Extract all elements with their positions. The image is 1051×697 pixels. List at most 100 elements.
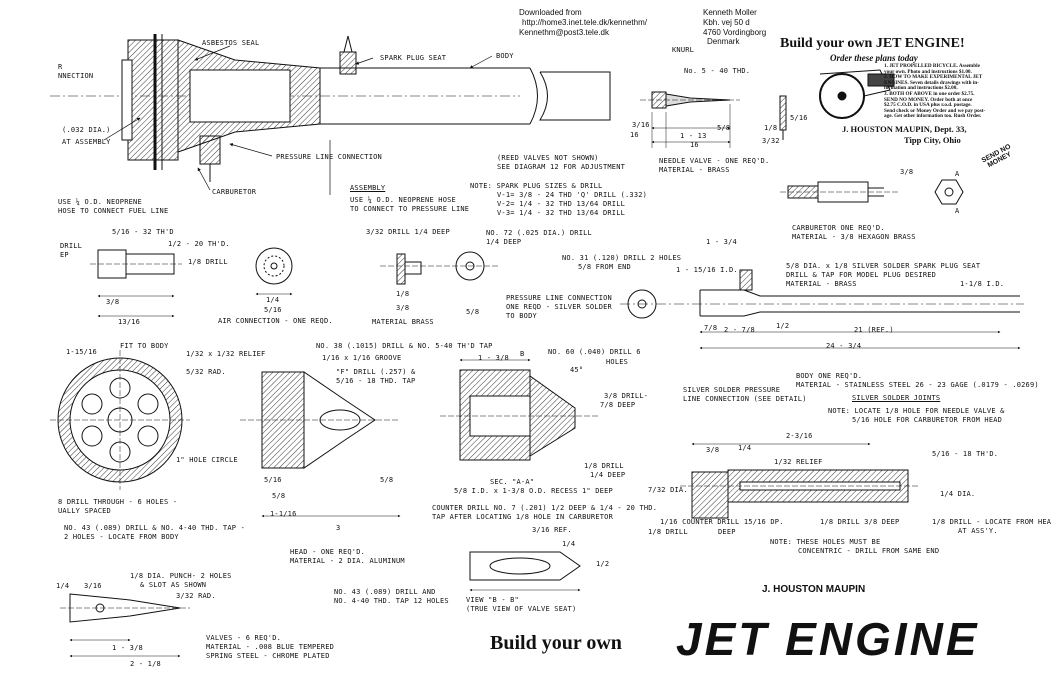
advert-subtitle: Order these plans today — [830, 53, 918, 63]
label-1-8-drill-head-2: 1/4 DEEP — [590, 471, 626, 479]
label-5-16-32: 5/16 - 32 TH'D — [112, 228, 174, 236]
label-1-3-8-valve: 1 - 3/8 — [112, 644, 143, 652]
label-5-8-tip: 5/8 — [380, 476, 394, 484]
advert-line: your own. Photo and instructions $1.00. — [884, 68, 972, 75]
needle-valve-drawing — [640, 91, 740, 148]
advert-company: J. HOUSTON MAUPIN, Dept. 33, — [842, 124, 967, 134]
label-locate-from-head-2: AT ASS'Y. — [958, 527, 998, 535]
label-1-4-valve: 1/4 — [56, 582, 70, 590]
advert-line: SEND NO MONEY. Order both at once — [884, 96, 973, 103]
label-2-3-16: 2-3/16 — [786, 432, 813, 440]
label-7-8: 7/8 — [704, 324, 718, 332]
label-24-3-4: 24 - 3/4 — [826, 342, 862, 350]
label-silver-solder-joints: SILVER SOLDER JOINTS — [852, 394, 941, 402]
label-45-deg: 45° — [570, 366, 584, 374]
label-3-8-brass: 3/8 — [396, 304, 410, 312]
label-reed-valves-2: SEE DIAGRAM 12 FOR ADJUSTMENT — [497, 163, 626, 171]
footer-build-your-own: Build your own — [490, 632, 622, 654]
advert-line: ENGINES. Seven details drawings with in- — [884, 79, 979, 86]
label-rad-3-32: 3/32 RAD. — [176, 592, 216, 600]
label-f-drill: "F" DRILL (.257) & — [336, 368, 416, 376]
label-air-connection: AIR CONNECTION - ONE REQD. — [218, 317, 333, 325]
source-url[interactable]: http://home3.inet.tele.dk/kennethm/ — [522, 18, 647, 27]
footer-jet-engine: JET ENGINE — [676, 613, 980, 665]
label-2-1-8: 2 - 1/8 — [130, 660, 161, 668]
label-drill-through-2: UALLY SPACED — [58, 507, 111, 515]
label-hole-circle: 1" HOLE CIRCLE — [176, 456, 238, 464]
label-groove: 1/16 x 1/16 GROOVE — [322, 354, 402, 362]
author-country: Denmark — [707, 37, 740, 46]
label-16b: 16 — [690, 141, 699, 149]
label-note-locate-1: NOTE: LOCATE 1/8 HOLE FOR NEEDLE VALVE & — [828, 407, 1005, 415]
label-3-8-drill-2: 7/8 DEEP — [600, 401, 636, 409]
technical-drawing — [50, 34, 1024, 658]
label-relief-1-32: 1/32 x 1/32 RELIEF — [186, 350, 266, 358]
advert-line: age. Get other information too. Rush Ord… — [884, 113, 982, 120]
label-drill: DRILL — [60, 242, 83, 250]
advert-line: Send check or Money Order and we pay pos… — [884, 107, 986, 114]
label-pressure-conn-1: PRESSURE LINE CONNECTION — [506, 294, 612, 302]
label-v1: V-1= 3/8 - 24 THD 'Q' DRILL (.332) — [497, 191, 648, 199]
advert-line: 2. HOW TO MAKE EXPERIMENTAL JET — [884, 74, 983, 81]
label-relief-1-32b: 1/32 RELIEF — [774, 458, 823, 466]
advert-line: 3. BOTH OF ABOVE in one order $2.75. — [884, 90, 975, 97]
label-a-top: A — [955, 170, 960, 178]
label-note-concentric-2: CONCENTRIC - DRILL FROM SAME END — [798, 547, 940, 555]
carburetor-section — [680, 442, 920, 519]
bicycle-illustration — [819, 69, 895, 119]
label-13-16: 13/16 — [118, 318, 141, 326]
label-head-req-2: MATERIAL - 2 DIA. ALUMINUM — [290, 557, 405, 565]
label-1-8-drill-head-1: 1/8 DRILL — [584, 462, 624, 470]
label-1-15-16: 1 - 15/16 I.D. — [676, 266, 738, 274]
label-carburetor: CARBURETOR — [212, 188, 257, 196]
label-no5-40: No. 5 - 40 THD. — [684, 67, 751, 75]
footer-author: J. HOUSTON MAUPIN — [762, 584, 866, 595]
label-no43-2: 2 HOLES - LOCATE FROM BODY — [64, 533, 179, 541]
label-assembly: ASSEMBLY — [350, 184, 386, 192]
head-section-aa — [440, 358, 600, 461]
label-no60-1: NO. 60 (.040) DRILL 6 — [548, 348, 641, 356]
advert-line: 1. JET PROPELLED BICYCLE. Assemble — [884, 63, 980, 69]
label-reed-valves-1: (REED VALVES NOT SHOWN) — [497, 154, 599, 162]
label-3: 3 — [336, 524, 341, 532]
label-no43-b-1: NO. 43 (.089) DRILL AND — [334, 588, 436, 596]
label-counter-drill-1: COUNTER DRILL NO. 7 (.201) 1/2 DEEP & 1/… — [432, 504, 658, 512]
label-pressure-conn-2: ONE REQD - SILVER SOLDER — [506, 303, 612, 311]
author-address-line2: 4760 Vordingborg — [703, 28, 767, 37]
label-b-top: B — [520, 350, 525, 358]
label-no43-1: NO. 43 (.089) DRILL & NO. 4-40 THD. TAP … — [64, 524, 245, 532]
label-body-one-req: BODY ONE REQ'D. — [796, 372, 863, 380]
source-email[interactable]: Kennethm@post3.tele.dk — [519, 28, 609, 37]
label-needle-valve-1: NEEDLE VALVE - ONE REQ'D. — [659, 157, 770, 165]
label-1-4-view: 1/4 — [562, 540, 576, 548]
label-note-locate-2: 5/16 HOLE FOR CARBURETOR FROM HEAD — [852, 416, 1003, 424]
label-ep: EP — [60, 251, 69, 259]
label-solder-1: 5/8 DIA. x 1/8 SILVER SOLDER SPARK PLUG … — [786, 262, 981, 270]
label-3-8-carb: 3/8 — [706, 446, 720, 454]
label-1-13: 1 - 13 — [680, 132, 707, 140]
head-front-view — [50, 350, 190, 490]
label-needle-valve-2: MATERIAL - BRASS — [659, 166, 730, 174]
label-1-15-16b: 1-15/16 — [66, 348, 97, 356]
assembly-drawing — [50, 34, 611, 195]
label-half-20: 1/2 - 20 TH'D. — [168, 240, 230, 248]
label-locate-from-head-1: 1/8 DRILL - LOCATE FROM HEA — [932, 518, 1051, 526]
label-solder-2: DRILL & TAP FOR MODEL PLUG DESIRED — [786, 271, 937, 279]
label-silver-solder-pressure-1: SILVER SOLDER PRESSURE — [683, 386, 781, 394]
label-valves-1: VALVES - 6 REQ'D. — [206, 634, 282, 642]
label-drill-through-1: 8 DRILL THROUGH - 6 HOLES - — [58, 498, 178, 506]
label-5-16-air: 5/16 — [264, 306, 282, 314]
label-1-1-16: 1-1/16 — [270, 510, 297, 518]
label-sec-aa: SEC. "A-A" — [490, 478, 535, 486]
label-no43-b-2: NO. 4-40 THD. TAP 12 HOLES — [334, 597, 449, 605]
downloaded-from-label: Downloaded from — [519, 8, 582, 17]
label-no31-2: 5/8 FROM END — [578, 263, 631, 271]
label-at-assembly: AT ASSEMBLY — [62, 138, 111, 146]
label-half-body: 1/2 — [776, 322, 790, 330]
label-1-8-3-8-deep: 1/8 DRILL 3/8 DEEP — [820, 518, 900, 526]
body-drawing — [620, 269, 1024, 350]
label-1-4-carb: 1/4 — [738, 444, 752, 452]
label-counter-drill-15-16: 1/16 COUNTER DRILL 15/16 DP. — [660, 518, 784, 526]
label-3: 3/16 — [632, 121, 650, 129]
label-5-16-18: 5/16 - 18 TH'D. — [932, 450, 999, 458]
